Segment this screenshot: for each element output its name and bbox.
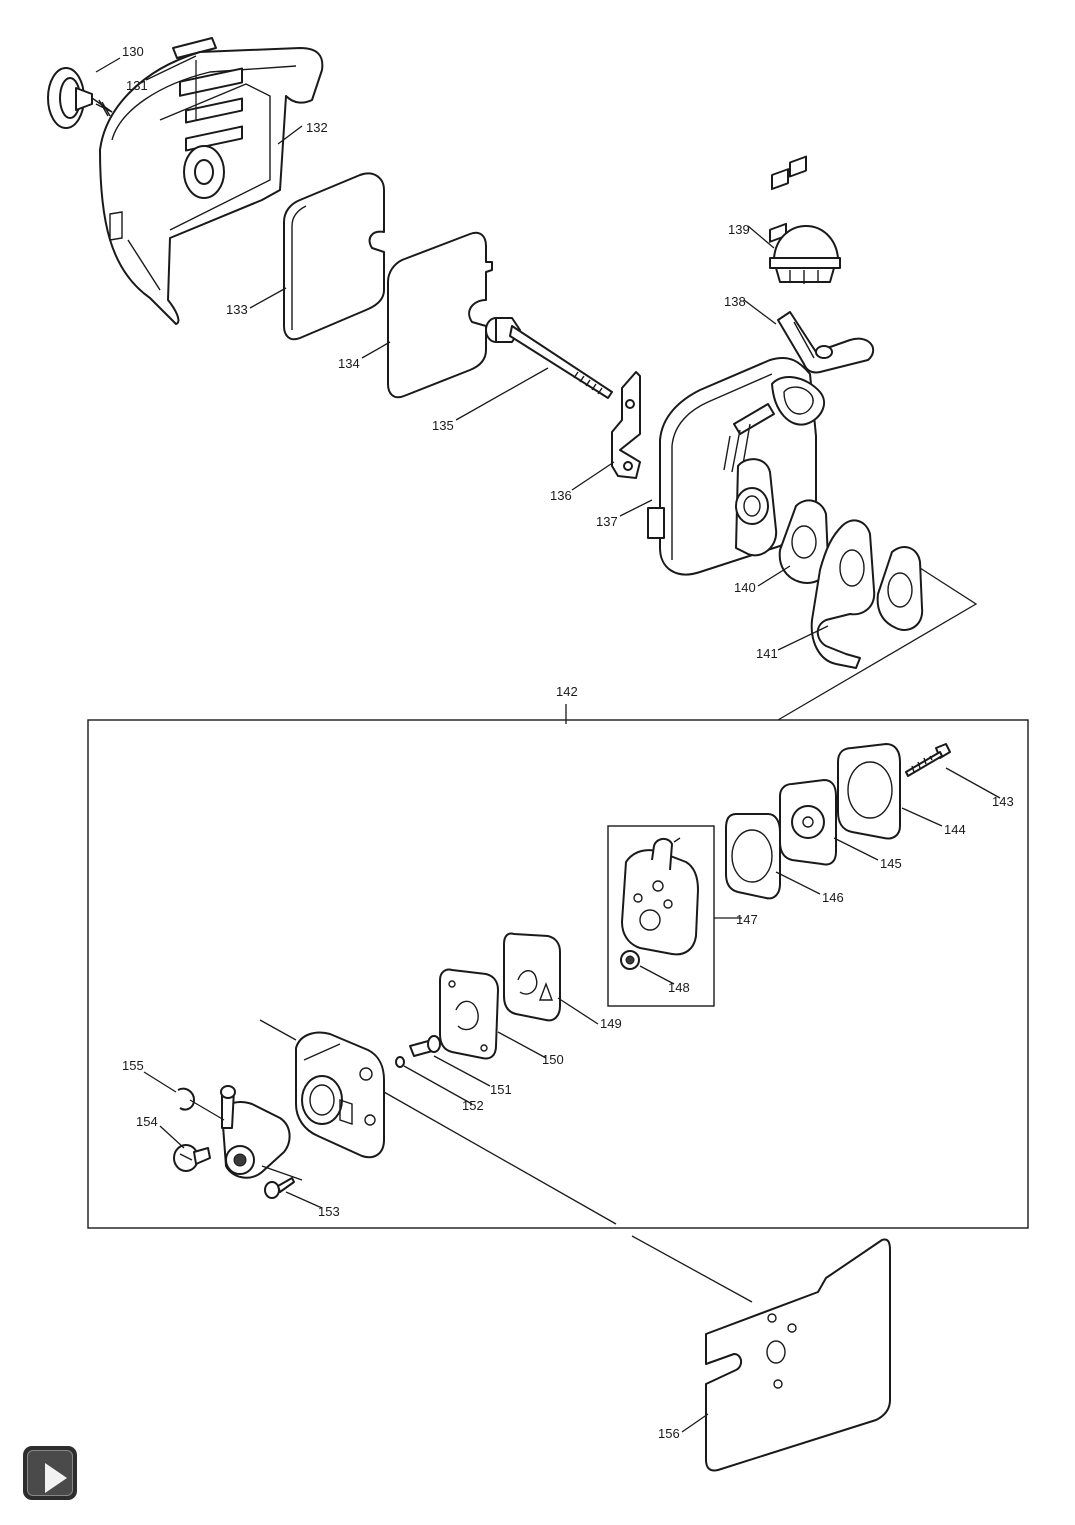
callout-134: 134 bbox=[338, 356, 360, 371]
callout-133: 133 bbox=[226, 302, 248, 317]
play-button-face bbox=[27, 1450, 73, 1496]
callout-132: 132 bbox=[306, 120, 328, 135]
part-throttle-lever bbox=[220, 1085, 291, 1179]
part-139-primer-bulb bbox=[769, 225, 841, 284]
callout-143: 143 bbox=[992, 794, 1014, 809]
part-153-screw bbox=[264, 1177, 295, 1199]
part-133-element bbox=[283, 172, 385, 341]
part-146-gasket bbox=[725, 813, 781, 900]
assembly-147-subframe bbox=[607, 825, 715, 1007]
callout-154: 154 bbox=[136, 1114, 158, 1129]
part-carburetor-body bbox=[295, 1031, 385, 1159]
part-155-clip bbox=[177, 1087, 195, 1111]
assembly-142-frame bbox=[87, 719, 1029, 1229]
callout-155: 155 bbox=[122, 1058, 144, 1073]
callout-147: 147 bbox=[736, 912, 758, 927]
callout-142: 142 bbox=[556, 684, 578, 699]
callout-137: 137 bbox=[596, 514, 618, 529]
callout-146: 146 bbox=[822, 890, 844, 905]
part-137-housing bbox=[647, 155, 825, 576]
callout-140: 140 bbox=[734, 580, 756, 595]
callout-150: 150 bbox=[542, 1052, 564, 1067]
callout-144: 144 bbox=[944, 822, 966, 837]
part-136-bracket bbox=[611, 371, 641, 479]
callout-141: 141 bbox=[756, 646, 778, 661]
callout-131: 131 bbox=[126, 78, 148, 93]
part-132-cover bbox=[99, 47, 324, 325]
leader-lines bbox=[95, 55, 1001, 1433]
part-138-fuel-line bbox=[777, 311, 875, 374]
part-156-gasket bbox=[705, 1238, 891, 1472]
callout-130: 130 bbox=[122, 44, 144, 59]
part-150-plate bbox=[439, 968, 499, 1060]
part-152-washer bbox=[395, 1056, 405, 1068]
callout-labels: 130 131 132 133 134 135 136 137 138 139 … bbox=[122, 44, 1014, 1441]
play-button[interactable] bbox=[23, 1446, 77, 1500]
callout-136: 136 bbox=[550, 488, 572, 503]
part-134-filter bbox=[387, 231, 493, 399]
part-143-screw bbox=[905, 743, 951, 777]
part-135-bolt bbox=[485, 317, 613, 399]
callout-135: 135 bbox=[432, 418, 454, 433]
callout-156: 156 bbox=[658, 1426, 680, 1441]
part-131-strip bbox=[172, 37, 217, 59]
part-141-gasket-b bbox=[876, 546, 924, 631]
part-130-knob bbox=[47, 67, 113, 129]
callout-139: 139 bbox=[728, 222, 750, 237]
callout-153: 153 bbox=[318, 1204, 340, 1219]
part-154-screw bbox=[173, 1144, 211, 1172]
callout-138: 138 bbox=[724, 294, 746, 309]
play-icon bbox=[45, 1463, 67, 1493]
part-148-needle bbox=[620, 950, 640, 970]
part-144-diaphragm-cover bbox=[837, 743, 901, 840]
part-151-valve bbox=[409, 1035, 441, 1057]
part-149-gasket bbox=[503, 932, 561, 1022]
callout-145: 145 bbox=[880, 856, 902, 871]
callout-152: 152 bbox=[462, 1098, 484, 1113]
part-141-insulator bbox=[810, 519, 876, 669]
part-145-diaphragm bbox=[779, 779, 837, 866]
callout-149: 149 bbox=[600, 1016, 622, 1031]
part-147-pump-body bbox=[621, 837, 699, 956]
callout-151: 151 bbox=[490, 1082, 512, 1097]
callout-148: 148 bbox=[668, 980, 690, 995]
